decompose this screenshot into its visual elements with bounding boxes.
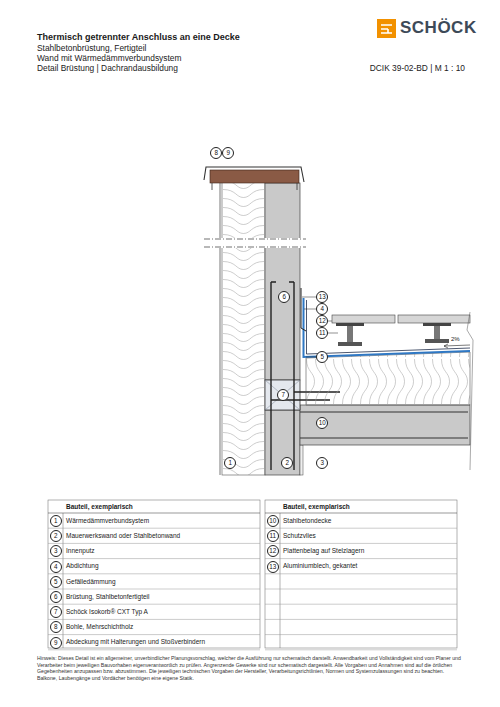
- callout-number: 12: [267, 545, 279, 557]
- table-cell: Wärmedämmverbundsystem: [66, 517, 149, 525]
- leader-line: [302, 297, 338, 357]
- tapered-insulation: [306, 352, 470, 405]
- pedestal-stem: [434, 326, 440, 339]
- paver: [398, 315, 470, 323]
- coping-bracket: [212, 183, 297, 190]
- callout-number: 11: [267, 530, 279, 542]
- table-cell: Schutzvlies: [283, 532, 316, 540]
- pedestal-stem: [347, 326, 353, 342]
- slope-arrow: [444, 344, 470, 348]
- table-row-line: [48, 573, 457, 574]
- break-gap: [204, 238, 306, 248]
- inner-plaster: [300, 445, 303, 475]
- table-row-line: [48, 513, 457, 514]
- header-line: Stahlbetonbrüstung, Fertigteil: [37, 43, 146, 53]
- callout-number: 7: [50, 606, 62, 618]
- drawing-number: DCIK 39-02-BD | M 1 : 10: [370, 63, 465, 73]
- callout-number: 10: [267, 515, 279, 527]
- slope-label: 2%: [450, 336, 461, 343]
- pedestal: [336, 323, 364, 346]
- callout-number: 3: [316, 457, 328, 469]
- break-line: [204, 239, 306, 247]
- table-row-line: [48, 543, 457, 544]
- table-cell: Gefälledämmung: [66, 578, 116, 586]
- table-header: Bauteil, exemplarisch: [66, 503, 133, 511]
- pedestal-base: [425, 339, 449, 343]
- table-cell: Aluminiumblech, gekantet: [283, 562, 357, 570]
- table-column-line: [63, 513, 280, 648]
- table-cell: Brüstung, Stahlbetonfertigteil: [66, 593, 149, 601]
- callout-number: 8: [50, 621, 62, 633]
- waterproofing: [304, 298, 471, 357]
- table-cell: Mauerwerkswand oder Stahlbetonwand: [66, 532, 180, 540]
- callout-number: 13: [316, 291, 328, 303]
- callout-number: 12: [316, 315, 328, 327]
- wood-plank: [210, 170, 299, 183]
- paver: [332, 315, 395, 323]
- isokorb-element: [265, 380, 300, 410]
- table-row-line: [48, 649, 457, 650]
- table-row-line: [48, 619, 457, 620]
- wdvs-insulation: [222, 180, 265, 475]
- callout-number: 13: [267, 561, 279, 573]
- coping-sheet: [204, 167, 304, 182]
- title: Thermisch getrennter Anschluss an eine D…: [37, 32, 240, 43]
- pedestal-head: [336, 323, 364, 326]
- table-row-line: [48, 558, 457, 559]
- callout-number: 5: [50, 576, 62, 588]
- header-line: Wand mit Wärmedämmverbundsystem: [37, 53, 181, 63]
- header-line: Detail Brüstung | Dachrandausbildung: [37, 63, 178, 73]
- table-row-line: [48, 589, 457, 590]
- pedestal-head: [423, 323, 451, 326]
- table-row-line: [48, 528, 457, 529]
- protective-fleece: [307, 300, 471, 354]
- callout-number: 6: [50, 591, 62, 603]
- callout-number: 4: [316, 303, 328, 315]
- table-cell: Abdichtung: [66, 562, 99, 570]
- logo-icon: [377, 19, 396, 38]
- callout-number: 4: [50, 561, 62, 573]
- slab-rebar: [300, 412, 468, 438]
- pedestal: [423, 323, 451, 343]
- callout-number: 8: [210, 147, 222, 159]
- table-cell: Schöck Isokorb® CXT Typ A: [66, 608, 148, 616]
- callout-number: 2: [50, 530, 62, 542]
- logo-mark: [381, 25, 392, 33]
- parts-table: [48, 500, 457, 650]
- table-row-line: [48, 634, 457, 635]
- render-layer: [220, 180, 221, 475]
- callout-number: 11: [316, 327, 328, 339]
- aluminium-sheet: [301, 288, 306, 331]
- note-text: Hinweis: Dieses Detail ist ein allgemein…: [37, 655, 465, 681]
- table-cell: Plattenbelag auf Stelzlagern: [283, 547, 364, 555]
- table-cell: Innenputz: [66, 547, 95, 555]
- table-cell: Bohle, Mehrschichtholz: [66, 623, 133, 631]
- table-row-line: [48, 604, 457, 605]
- callout-number: 9: [222, 147, 234, 159]
- pedestal-base: [338, 342, 362, 346]
- table-cell: Abdeckung mit Halterungen und Stoßverbin…: [66, 638, 205, 646]
- table-header: Bauteil, exemplarisch: [283, 503, 350, 511]
- logo-text: SCHÖCK: [400, 18, 477, 38]
- logo-square: [377, 19, 396, 38]
- callout-number: 9: [50, 637, 62, 649]
- cut-line: [467, 312, 473, 470]
- precast-parapet: [265, 183, 300, 380]
- masonry-wall: [265, 410, 300, 475]
- isokorb-insulation-mark: [265, 380, 300, 410]
- callout-number: 3: [50, 545, 62, 557]
- callout-number: 1: [50, 515, 62, 527]
- table-cell: Stahlbetondecke: [283, 517, 331, 525]
- concrete-slab: [300, 405, 470, 445]
